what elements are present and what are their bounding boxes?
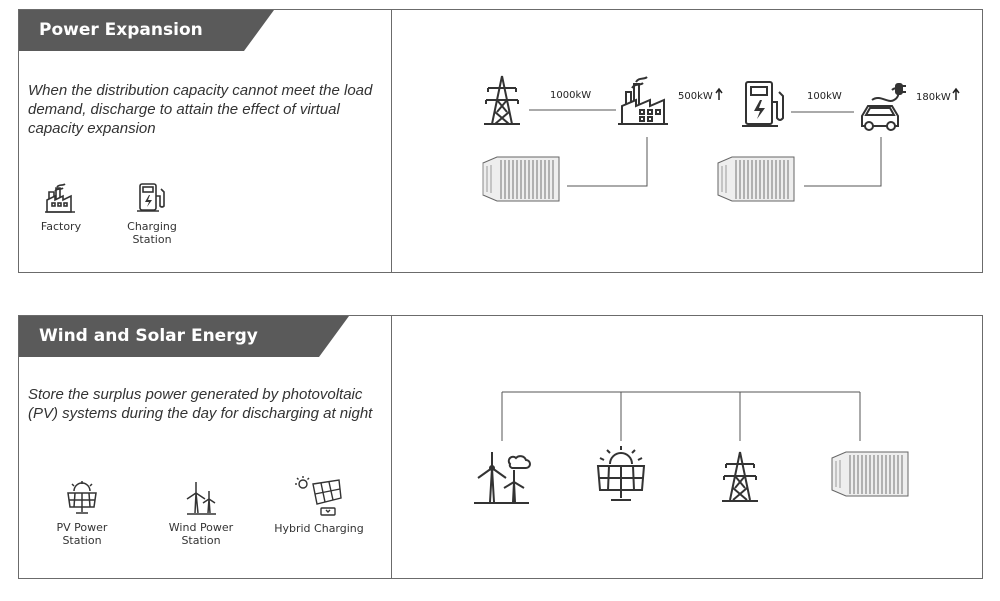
arrow-up-icon	[715, 87, 723, 100]
legend-label: Wind Power Station	[168, 521, 234, 547]
power-tower-icon	[722, 451, 758, 502]
factory-icon	[618, 76, 668, 125]
connector-line	[804, 137, 882, 187]
panel-divider	[391, 10, 392, 272]
solar-panel-icon	[67, 481, 97, 514]
factory-icon	[45, 183, 75, 213]
wind-solar-panel: Wind and Solar Energy Consumption Store …	[18, 315, 983, 579]
wind-solar-diagram	[474, 391, 909, 504]
section-description: Store the surplus power generated by pho…	[28, 386, 373, 422]
charging-station-icon	[742, 81, 784, 127]
legend-label: Hybrid Charging	[274, 522, 364, 535]
section-title: Power Expansion	[19, 10, 274, 51]
legend-item-hybrid-charging: Hybrid Charging	[274, 476, 364, 535]
legend-item-wind-station: Wind Power Station	[151, 481, 251, 547]
legend-label: Charging Station	[127, 220, 177, 246]
battery-container-icon	[717, 156, 795, 202]
bus-lines	[501, 391, 861, 441]
charging-station-icon	[137, 183, 165, 212]
panel-divider	[391, 316, 392, 578]
link-capacity-label: 1000kW	[550, 90, 591, 101]
arrow-up-icon	[952, 87, 960, 100]
power-expansion-diagram: 1000kW 500kW	[482, 75, 960, 202]
legend-item-charging-station: Charging Station	[107, 182, 197, 246]
connector-line	[567, 137, 648, 187]
link-capacity-label: 100kW	[807, 91, 842, 102]
legend-item-pv-station: PV Power Station	[37, 481, 127, 547]
boost-capacity-label: 180kW	[916, 92, 951, 103]
wind-turbine-icon	[186, 482, 216, 515]
wind-turbine-icon	[474, 452, 531, 504]
legend-item-factory: Factory	[37, 182, 85, 233]
legend-label: Factory	[40, 220, 82, 233]
power-tower-icon	[484, 75, 520, 125]
electric-car-icon	[861, 83, 906, 131]
legend-label: PV Power Station	[56, 521, 108, 547]
hybrid-charging-icon	[295, 476, 342, 516]
battery-container-icon	[831, 451, 909, 497]
solar-panel-icon	[596, 446, 646, 501]
battery-container-icon	[482, 156, 560, 202]
boost-capacity-label: 500kW	[678, 91, 713, 102]
section-description: When the distribution capacity cannot me…	[28, 82, 373, 137]
power-expansion-panel: Power Expansion When the distribution ca…	[18, 9, 983, 273]
section-title: Wind and Solar Energy Consumption	[19, 316, 349, 357]
